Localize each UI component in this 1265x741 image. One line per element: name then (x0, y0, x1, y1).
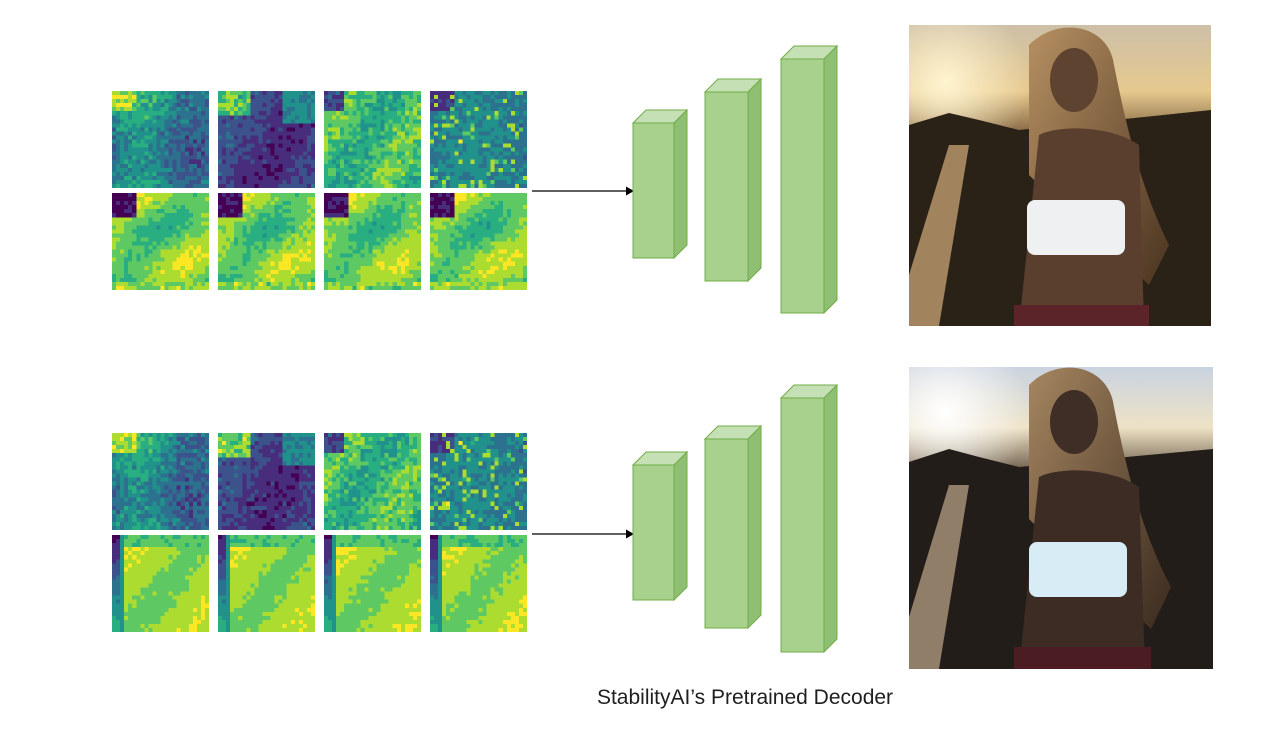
latent-channel-4-tile (430, 91, 527, 188)
latent-channel-5-tile (112, 193, 209, 290)
decoder-block-2 (704, 78, 762, 282)
latent-channel-3-tile (324, 91, 421, 188)
decoder-block-1 (632, 109, 688, 259)
latent-channel-3-tile (324, 433, 421, 530)
latent-channel-7-tile (324, 535, 421, 632)
latent-channel-1-tile (112, 91, 209, 188)
latent-channel-7-tile (324, 193, 421, 290)
decoder-block-3 (780, 384, 838, 653)
latent-channel-8-tile (430, 193, 527, 290)
decoder-block-1 (632, 451, 688, 601)
latent-channel-6-tile (218, 535, 315, 632)
decoder-block-2 (704, 425, 762, 629)
decoder-caption: StabilityAI’s Pretrained Decoder (596, 686, 894, 709)
decoder-block-3 (780, 45, 838, 314)
latent-channel-6-tile (218, 193, 315, 290)
latent-channel-4-tile (430, 433, 527, 530)
output-image-row-1 (909, 25, 1211, 326)
latent-channel-2-tile (218, 91, 315, 188)
output-image-row-2 (909, 367, 1213, 669)
latent-channel-8-tile (430, 535, 527, 632)
latent-channel-1-tile (112, 433, 209, 530)
arrow-row-2 (532, 529, 634, 539)
arrow-row-1 (532, 186, 634, 196)
latent-channel-5-tile (112, 535, 209, 632)
latent-channel-2-tile (218, 433, 315, 530)
